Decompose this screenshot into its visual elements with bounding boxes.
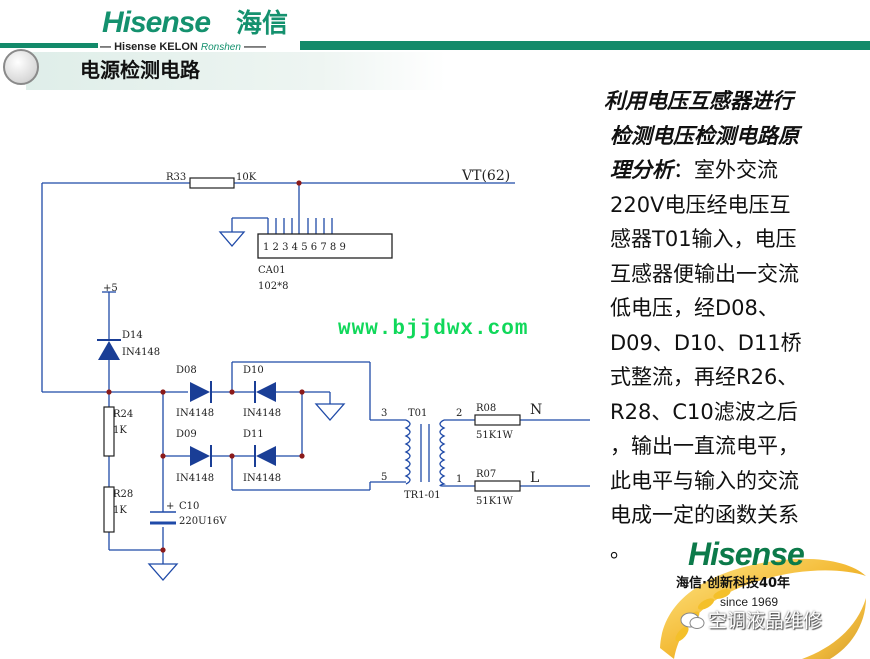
sub-brand-ronshen: Ronshen [200, 42, 241, 53]
net-label-l: L [530, 470, 539, 486]
transformer-t01 [404, 419, 446, 487]
junction-dots [106, 180, 305, 553]
resistor-r24 [103, 406, 115, 457]
title-band [26, 52, 446, 90]
wechat-icon [680, 612, 705, 629]
net-label-vt62: VT(62) [461, 168, 510, 184]
label-array-name: CA01 [258, 265, 286, 276]
resistor-r28 [103, 486, 115, 533]
label-d10-type: IN4148 [243, 408, 281, 419]
label-r24-value: 1K [113, 425, 127, 436]
label-d09-type: IN4148 [176, 473, 214, 484]
resistor-r33 [189, 177, 235, 189]
label-d11-type: IN4148 [243, 473, 281, 484]
diode-d10 [254, 381, 276, 403]
hisense-logo-cn: 海信 [236, 9, 289, 39]
label-r07-value: 51K1W [476, 496, 514, 507]
label-d09: D09 [176, 429, 197, 440]
label-r08: R08 [476, 403, 496, 414]
label-d11: D11 [243, 429, 264, 440]
desc-line-11: 电成一定的函数关系 [610, 503, 799, 527]
desc-line-5: 低电压，经D08、 [610, 296, 779, 320]
label-d08-type: IN4148 [176, 408, 214, 419]
desc-line-12: 。 [610, 537, 631, 562]
header-green-bar-left [0, 43, 98, 48]
ground-symbols [147, 231, 346, 581]
capacitor-c10 [150, 511, 176, 525]
desc-line-4: 互感器便输出一交流 [610, 261, 799, 286]
desc-line-1: 室外交流 [694, 158, 778, 182]
description-text: 利用电压互感器进行 检测电压检测电路原 理分析：室外交流 220V电压经电压互 … [604, 84, 840, 567]
label-r33-value: 10K [236, 172, 257, 183]
desc-emphasis-1: 利用电压互感器进行 [604, 88, 793, 113]
label-array-value: 102*8 [258, 281, 288, 292]
desc-line-8: R28、C10滤波之后 [610, 399, 798, 424]
label-pin5: 5 [381, 472, 387, 483]
header-green-bar [300, 41, 870, 50]
hisense-logo-word: Hisense [102, 6, 211, 39]
schematic-wires [41, 182, 590, 564]
sub-brand-line: — Hisense KELON Ronshen —— [100, 41, 266, 53]
desc-line-10: 此电平与输入的交流 [610, 468, 799, 493]
label-array-pins: 123456789 [263, 242, 349, 253]
label-d14: D14 [122, 330, 143, 341]
desc-line-6: D09、D10、D11桥 [610, 330, 802, 355]
diode-d09 [190, 445, 212, 467]
page-title: 电源检测电路 [80, 58, 200, 82]
label-d08: D08 [176, 365, 197, 376]
resistor-r07 [474, 480, 521, 492]
label-r28-value: 1K [113, 505, 127, 516]
label-c10: C10 [179, 501, 199, 512]
circuit-schematic: VT(62) R33 10K 123456789 CA01 102*8 +5 D… [41, 168, 590, 581]
label-pin2: 2 [456, 408, 462, 419]
net-label-n: N [530, 402, 542, 418]
desc-emphasis-2: 检测电压检测电路原 [610, 122, 799, 148]
label-pin3: 3 [381, 408, 387, 419]
label-r28: R28 [113, 489, 133, 500]
desc-line-9: ，输出一直流电平， [610, 434, 799, 458]
footer-since: since 1969 [720, 595, 779, 609]
label-c10-value: 220U16V [179, 516, 227, 527]
desc-line-7: 式整流，再经R26、 [610, 365, 799, 389]
wechat-account-name: 空调液晶维修 [708, 610, 823, 632]
resistor-r08 [474, 414, 521, 426]
label-supply: +5 [103, 283, 118, 294]
website-watermark: www.bjjdwx.com [338, 318, 529, 341]
label-r24: R24 [113, 409, 133, 420]
label-d10: D10 [243, 365, 264, 376]
desc-line-2: 220V电压经电压互 [610, 192, 791, 217]
desc-emphasis-3: 理分析 [610, 157, 673, 182]
sub-brand-kelon: KELON [159, 41, 198, 53]
label-d14-type: IN4148 [122, 347, 160, 358]
footer-slogan: 海信·创新科技40年 [676, 576, 791, 591]
desc-colon: ： [673, 158, 694, 182]
label-r08-value: 51K1W [476, 430, 514, 441]
label-c10-plus: + [166, 501, 174, 512]
label-pin1: 1 [456, 474, 462, 485]
label-r33: R33 [166, 172, 186, 183]
label-t01-part: TR1-01 [404, 490, 441, 501]
slide-bullet-circle [3, 49, 39, 85]
diode-d11 [254, 445, 276, 467]
footer-hisense-word: Hisense [688, 536, 805, 572]
diode-d08 [190, 381, 212, 403]
label-t01: T01 [408, 408, 427, 419]
resistor-array-ca01 [257, 233, 393, 259]
label-r07: R07 [476, 469, 496, 480]
desc-line-3: 感器T01输入，电压 [610, 227, 797, 251]
sub-brand-hisense: Hisense [114, 41, 157, 53]
diode-d14 [97, 339, 121, 360]
